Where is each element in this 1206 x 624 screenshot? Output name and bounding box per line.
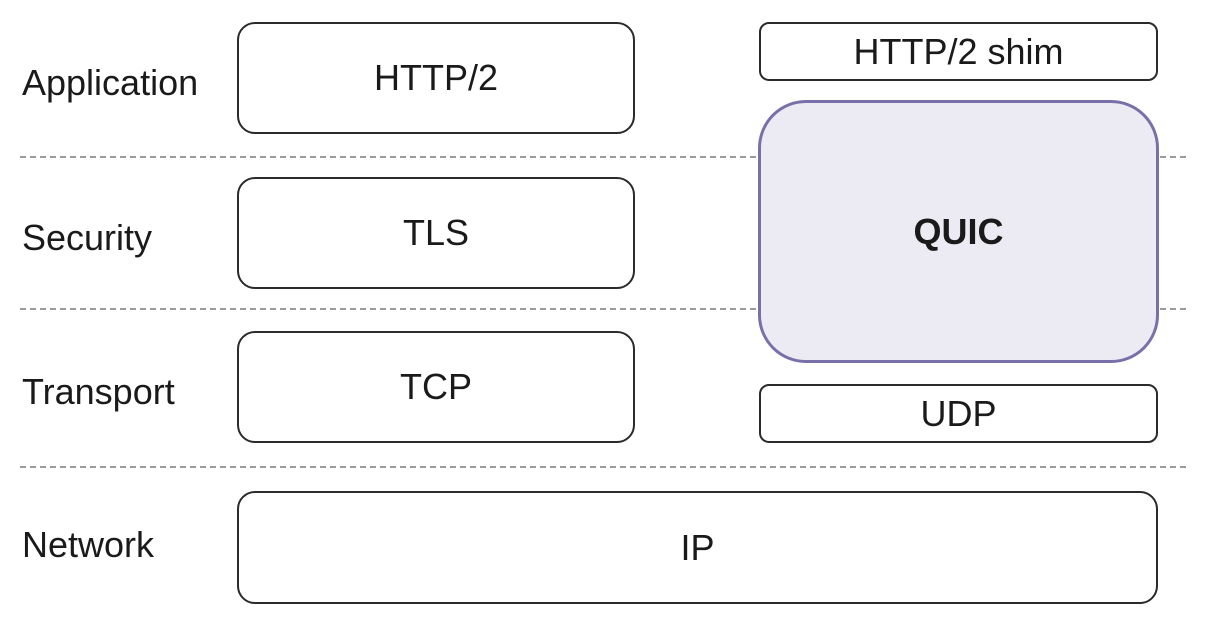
quic-label: QUIC (913, 210, 1004, 252)
divider-transport-network (20, 466, 1186, 468)
layer-label-security: Security (22, 217, 153, 258)
http2-shim-box: HTTP/2 shim (759, 22, 1158, 81)
tls-box: TLS (237, 177, 635, 289)
divider-application-security (20, 156, 1186, 158)
http2-shim-label: HTTP/2 shim (853, 30, 1064, 72)
ip-box: IP (237, 491, 1158, 604)
tls-label: TLS (402, 212, 470, 253)
ip-label: IP (680, 526, 715, 568)
layer-label-network: Network (22, 524, 155, 565)
layer-label-application: Application (22, 62, 199, 103)
layer-label-transport: Transport (22, 371, 175, 412)
http2-label: HTTP/2 (373, 57, 498, 98)
tcp-box: TCP (237, 331, 635, 443)
quic-box: QUIC (758, 100, 1159, 363)
udp-box: UDP (759, 384, 1158, 443)
divider-security-transport (20, 308, 1186, 310)
http2-box: HTTP/2 (237, 22, 635, 134)
tcp-label: TCP (400, 366, 472, 407)
udp-label: UDP (920, 392, 997, 434)
